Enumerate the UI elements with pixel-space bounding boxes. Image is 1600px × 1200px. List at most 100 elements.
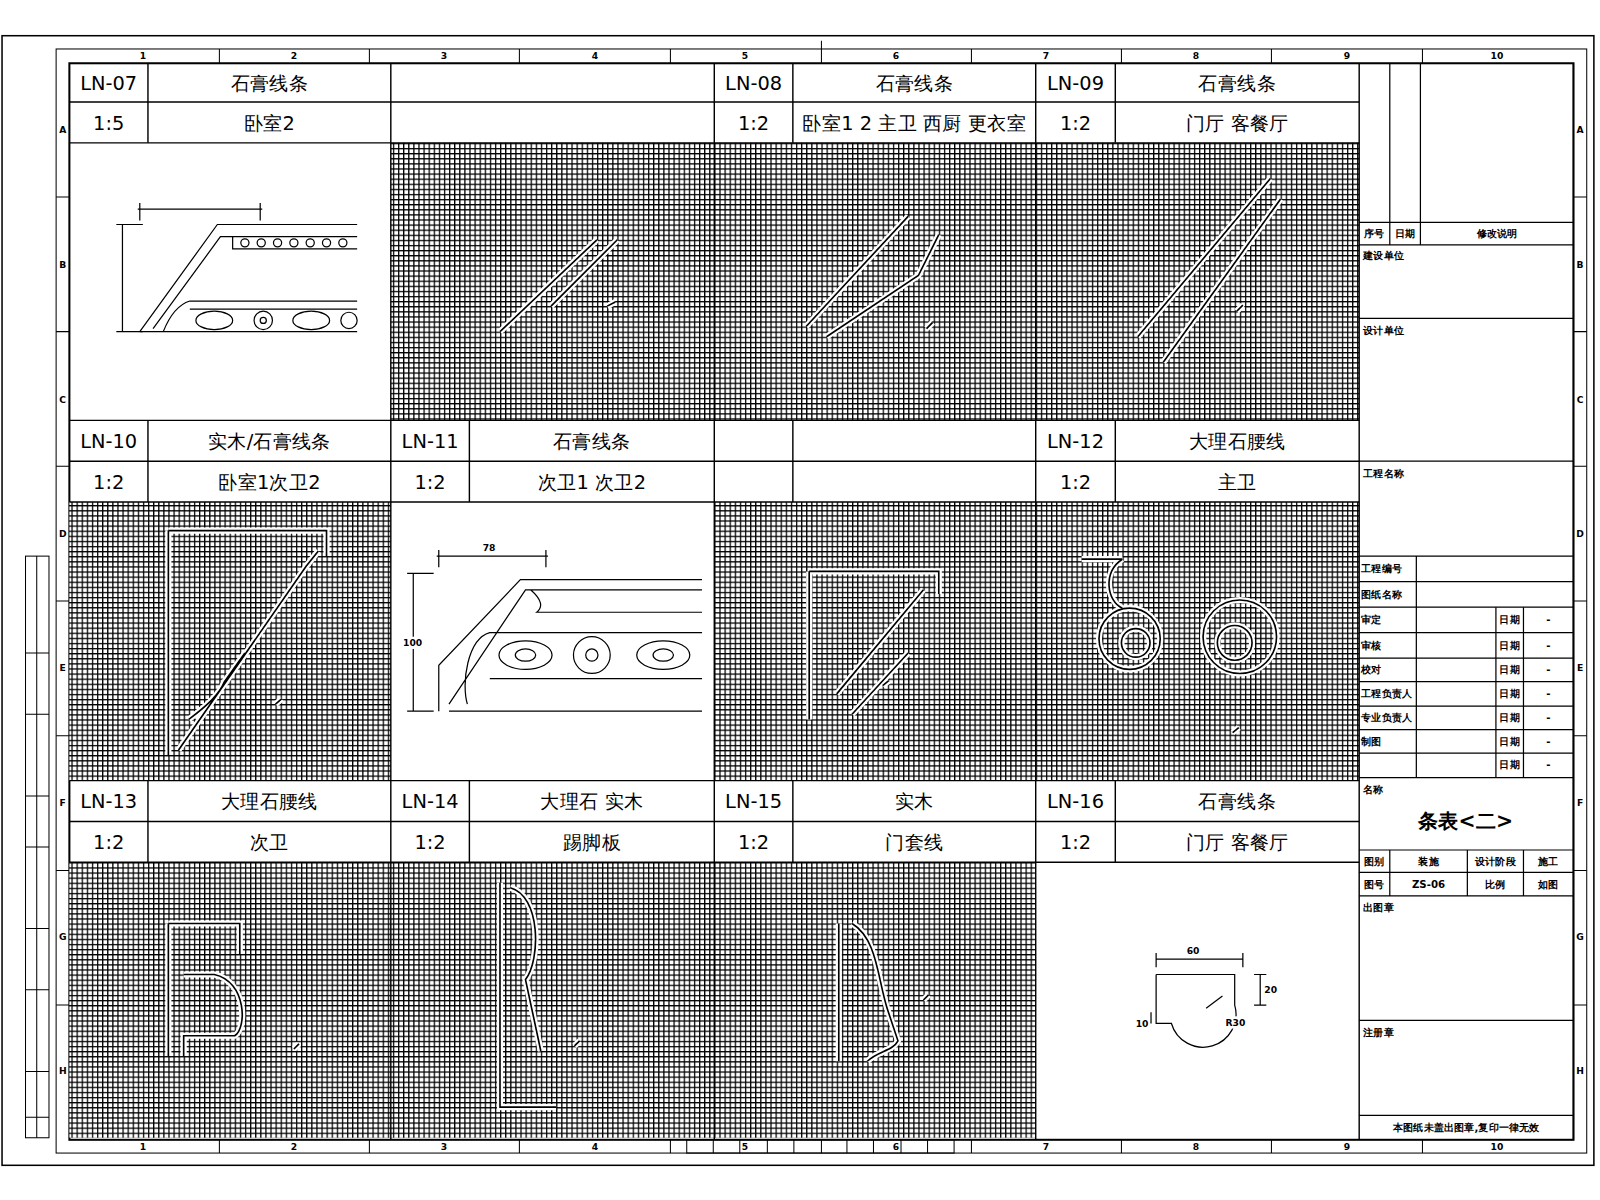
dimension: 60 (1186, 945, 1201, 957)
material-name: 石膏线条 (1118, 784, 1356, 819)
title-cell: 设计阶段 (1468, 852, 1522, 871)
title-cell: 名称 (1363, 782, 1404, 798)
grid-letter: H (1573, 1064, 1586, 1078)
title-cell: 建设单位 (1363, 248, 1445, 264)
stamp-label: 出图章 (1363, 900, 1424, 916)
grid-number: 1 (133, 50, 153, 62)
scale-label: 1:2 (72, 464, 144, 499)
detail-code: LN-15 (717, 784, 789, 819)
grid-letter: E (56, 661, 69, 675)
date-label: 日期 (1497, 754, 1523, 776)
date-label: 日期 (1497, 659, 1523, 680)
date-label: 日期 (1497, 634, 1523, 657)
date-value: - (1524, 608, 1572, 631)
scale-label: 1:2 (717, 824, 789, 859)
grid-number: 9 (1337, 1141, 1357, 1153)
material-name: 大理石腰线 (1118, 423, 1356, 458)
scale-label: 1:2 (394, 824, 466, 859)
grid-number: 2 (284, 50, 304, 62)
grid-letter: A (1573, 122, 1586, 136)
grid-number: 2 (284, 1141, 304, 1153)
grid-letter: A (56, 122, 69, 136)
room-label: 次卫 (151, 824, 388, 859)
grid-letter: B (1573, 258, 1586, 272)
title-cell: 设计单位 (1363, 322, 1445, 338)
grid-number: 5 (735, 1141, 755, 1153)
title-cell: ZS-06 (1391, 874, 1467, 893)
scale-label: 1:2 (1039, 464, 1112, 499)
scale-label: 1:2 (72, 824, 144, 859)
dimension: 100 (402, 637, 423, 649)
scale-label: 1:2 (1039, 105, 1112, 140)
grid-letter: C (56, 393, 69, 407)
date-value: - (1524, 707, 1572, 728)
grid-number: 5 (735, 50, 755, 62)
date-value: - (1524, 659, 1572, 680)
stamp-label: 注册章 (1363, 1024, 1424, 1040)
title-cell: 工程名称 (1363, 465, 1445, 481)
title-cell: 装施 (1391, 852, 1467, 871)
scale-label: 1:2 (394, 464, 466, 499)
detail-code: LN-16 (1039, 784, 1112, 819)
dimension: 10 (1135, 1017, 1150, 1029)
scale-label: 1:2 (717, 105, 789, 140)
grid-number: 9 (1337, 50, 1357, 62)
detail-code: LN-09 (1039, 66, 1112, 99)
detail-code: LN-08 (717, 66, 789, 99)
grid-letter: H (56, 1064, 69, 1078)
room-label: 门厅 客餐厅 (1118, 824, 1356, 859)
detail-code: LN-13 (72, 784, 144, 819)
signature-role: 专业负责人 (1361, 707, 1415, 728)
material-name: 实木/石膏线条 (151, 423, 388, 458)
grid-letter: B (56, 258, 69, 272)
title-cell: 图号 (1360, 874, 1389, 893)
material-name: 大理石 实木 (472, 784, 711, 819)
detail-code: LN-10 (72, 423, 144, 458)
scale-label: 1:5 (72, 105, 144, 140)
detail-code: LN-07 (72, 66, 144, 99)
signature-role: 审核 (1361, 634, 1415, 657)
grid-letter: G (1573, 930, 1586, 944)
date-label: 日期 (1497, 731, 1523, 752)
signature-role: 制图 (1361, 731, 1415, 752)
grid-number: 8 (1186, 50, 1206, 62)
grid-letter: D (1573, 527, 1586, 541)
title-cell: 施工 (1524, 852, 1572, 871)
grid-number: 4 (585, 1141, 605, 1153)
grid-letter: D (56, 527, 69, 541)
material-name: 实木 (796, 784, 1033, 819)
room-label: 卧室2 (151, 105, 388, 140)
footer-note: 本图纸未盖出图章,复印一律无效 (1361, 1117, 1571, 1137)
room-label: 卧室1 2 主卫 西厨 更衣室 (796, 105, 1033, 140)
grid-letter: G (56, 930, 69, 944)
signature-role: 校对 (1361, 659, 1415, 680)
signature-role: 工程负责人 (1361, 683, 1415, 705)
material-name: 石膏线条 (472, 423, 711, 458)
room-label: 主卫 (1118, 464, 1356, 499)
scale-label: 1:2 (1039, 824, 1112, 859)
room-label: 踢脚板 (472, 824, 711, 859)
room-label: 次卫1 次卫2 (472, 464, 711, 499)
room-label: 门厅 客餐厅 (1118, 105, 1356, 140)
detail-code: LN-11 (394, 423, 466, 458)
dimension: 78 (482, 542, 497, 554)
date-value: - (1524, 731, 1572, 752)
dimension: 20 (1263, 984, 1278, 996)
title-cell: 图纸名称 (1361, 584, 1414, 605)
grid-letter: F (56, 796, 69, 810)
material-name: 石膏线条 (796, 66, 1033, 99)
signature-role: 审定 (1361, 608, 1415, 631)
grid-number: 7 (1036, 1141, 1056, 1153)
material-name: 大理石腰线 (151, 784, 388, 819)
title-cell: 日期 (1391, 224, 1420, 242)
date-value: - (1524, 683, 1572, 705)
grid-number: 6 (886, 50, 906, 62)
grid-number: 3 (434, 50, 454, 62)
title-cell: 图别 (1360, 852, 1389, 871)
grid-letter: F (1573, 796, 1586, 810)
detail-code: LN-12 (1039, 423, 1112, 458)
grid-number: 1 (133, 1141, 153, 1153)
title-cell: 序号 (1360, 224, 1389, 242)
grid-number: 7 (1036, 50, 1056, 62)
